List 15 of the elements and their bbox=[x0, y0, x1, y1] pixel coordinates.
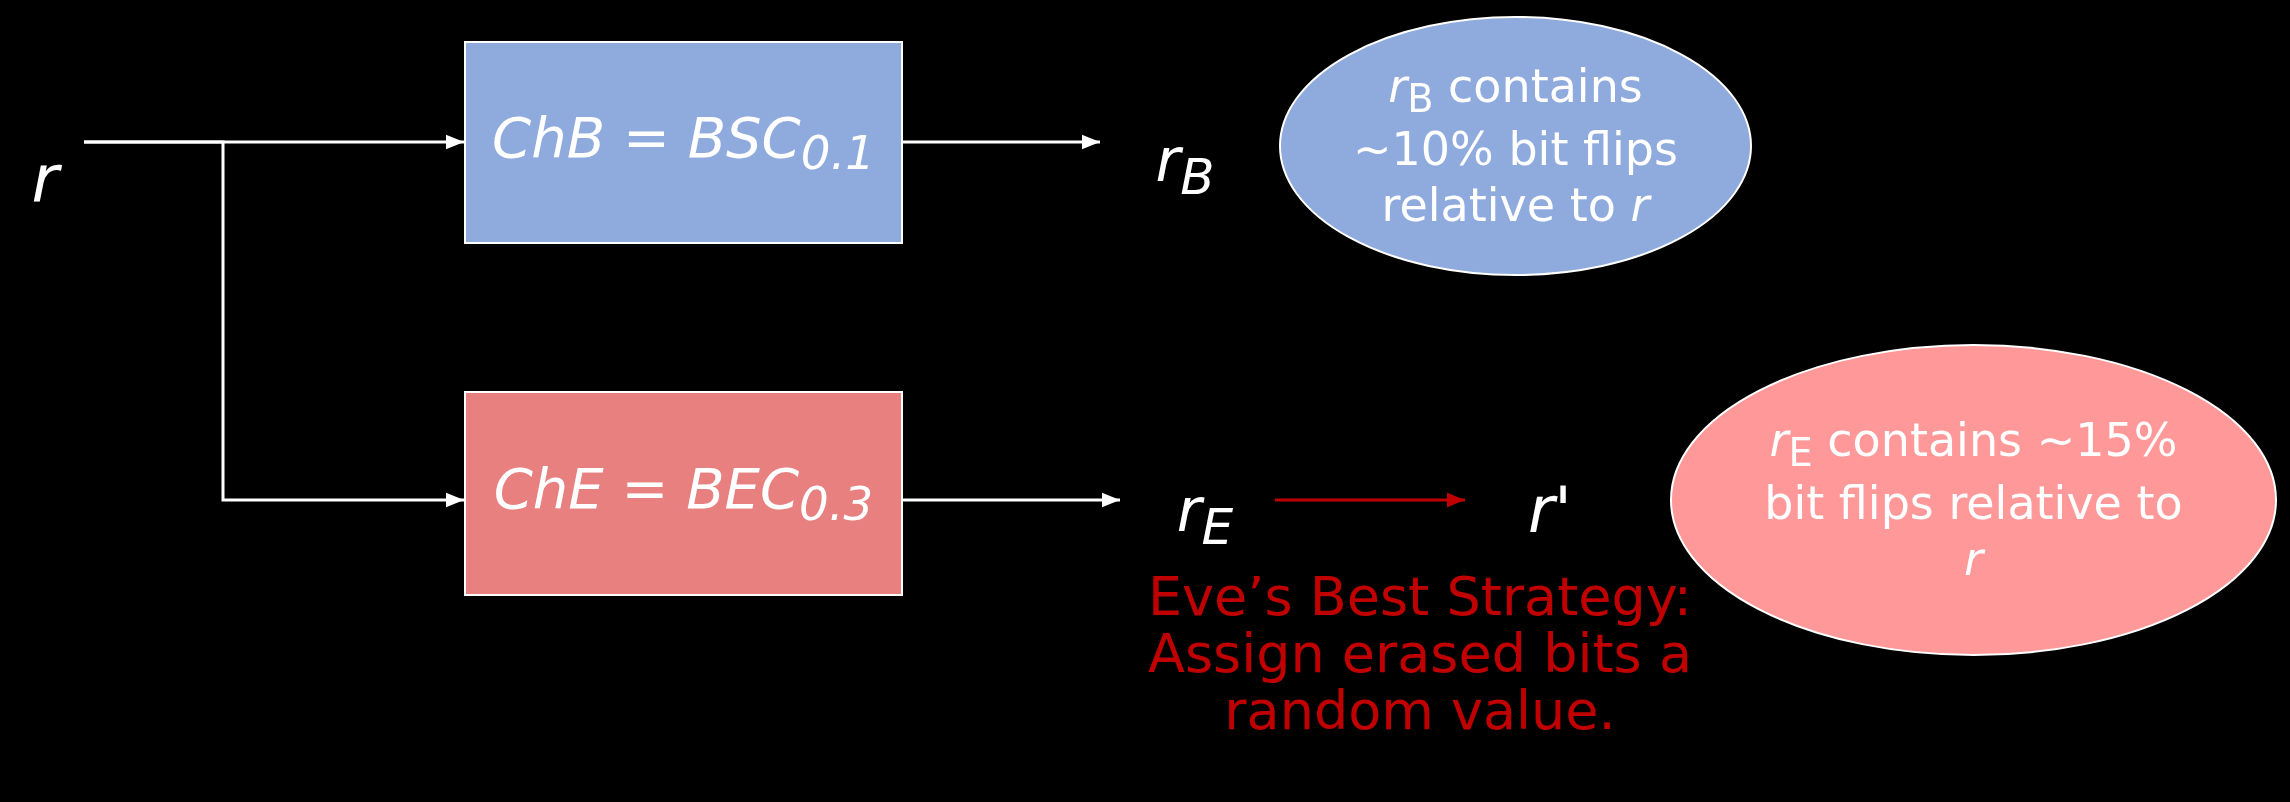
variable-text: r$_{E}$ bbox=[1176, 473, 1234, 557]
arrow bbox=[1275, 492, 1465, 508]
arrow bbox=[84, 140, 464, 508]
channel-label: ChB = BSC$_{0.1}$ bbox=[492, 103, 875, 182]
channel-box bbox=[464, 391, 903, 596]
arrow bbox=[903, 492, 1120, 508]
variable-text: r' bbox=[1528, 471, 1572, 549]
strategy-note: Eve’s Best Strategy: Assign erased bits a random value. bbox=[1146, 568, 1694, 739]
note-ellipse bbox=[1278, 15, 1753, 277]
channel-box bbox=[464, 41, 903, 244]
channel-label: ChE = BEC$_{0.3}$ bbox=[493, 454, 874, 533]
note-text: r$_{B}$ contains ~10% bit flips relative to r bbox=[1352, 59, 1679, 233]
note-text: r$_{E}$ contains ~15% bit flips relative to r bbox=[1763, 413, 2184, 587]
variable-text: r$_{B}$ bbox=[1155, 123, 1215, 207]
arrow bbox=[903, 134, 1100, 150]
